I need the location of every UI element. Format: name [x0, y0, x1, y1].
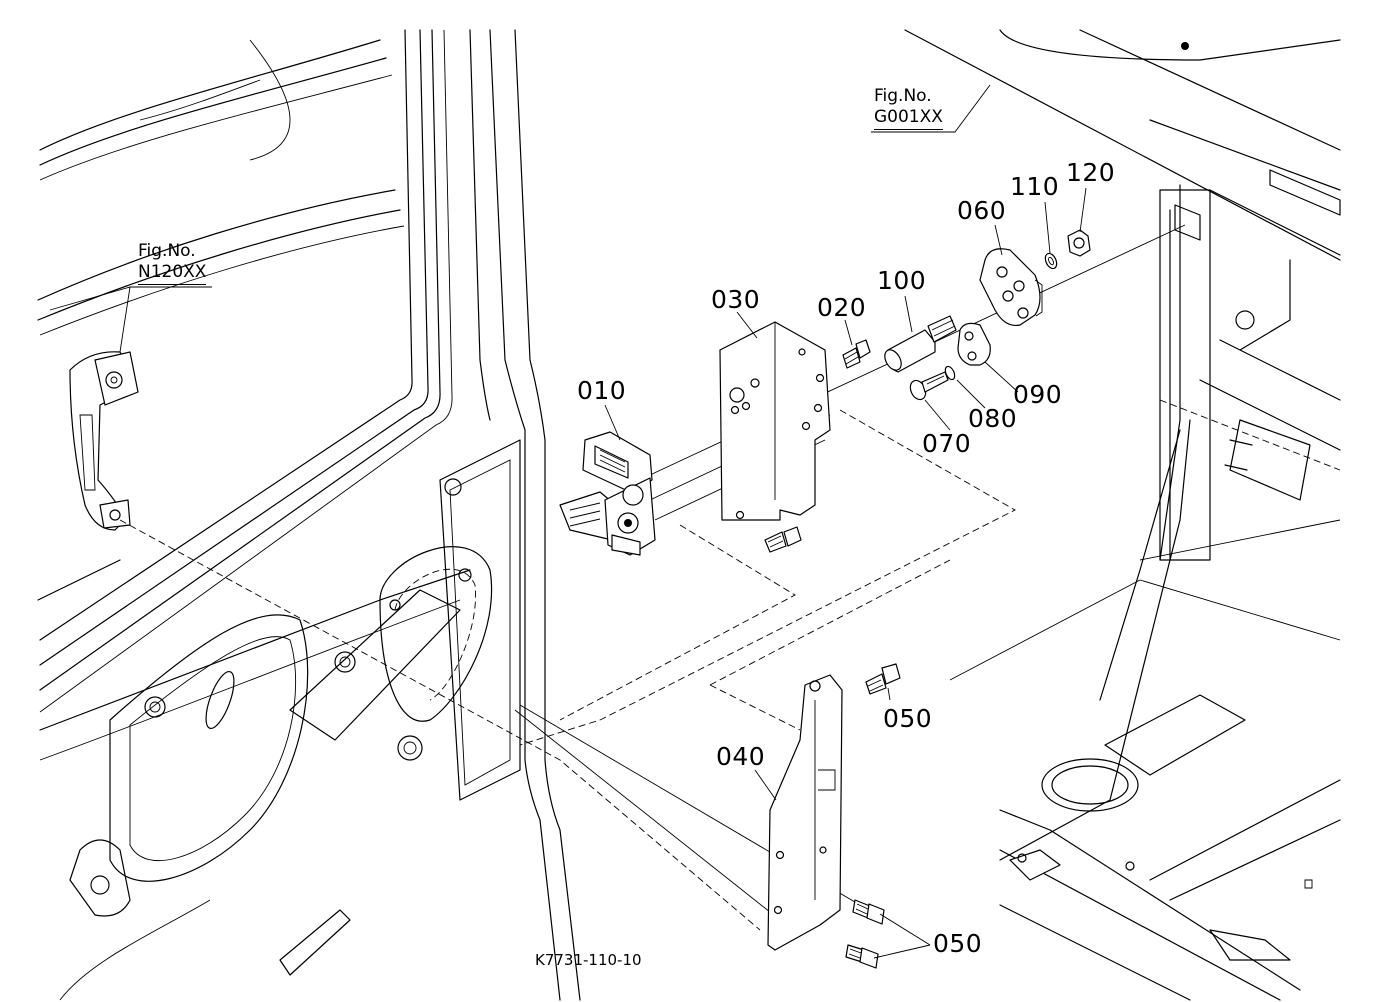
assembly-axis-lines — [514, 224, 1186, 921]
part-090-shim — [957, 322, 991, 366]
label-part-120: 120 — [1066, 158, 1116, 187]
assembly-dashed-lines — [119, 399, 1341, 931]
part-080-washer — [944, 365, 956, 381]
part-050-bolt-lower-2 — [845, 944, 879, 969]
part-060-plate — [979, 248, 1043, 327]
label-part-090: 090 — [1013, 380, 1063, 409]
label-part-030: 030 — [711, 285, 761, 314]
grip-handle — [69, 351, 139, 531]
part-100-striker-pin — [884, 315, 957, 373]
bolt-under-030 — [764, 526, 802, 553]
part-110-washer — [1044, 252, 1058, 270]
part-070-screw — [909, 371, 949, 401]
fig-ref-g001xx-line2: G001XX — [874, 107, 943, 130]
figure-reference-leaders — [49, 84, 991, 353]
part-030-bracket — [719, 321, 831, 521]
part-120-nut — [1067, 229, 1091, 257]
cab-interior-right — [904, 29, 1341, 1001]
label-part-110: 110 — [1010, 172, 1060, 201]
fig-ref-n120xx: Fig.No. N120XX — [138, 241, 207, 285]
part-010-door-lock — [559, 431, 656, 556]
label-part-060: 060 — [957, 196, 1007, 225]
label-part-100: 100 — [877, 266, 927, 295]
label-leaders — [604, 187, 1087, 959]
part-040-lower-bracket — [767, 674, 843, 951]
label-part-050-lower: 050 — [933, 929, 983, 958]
label-part-010: 010 — [577, 376, 627, 405]
label-part-050-upper: 050 — [883, 704, 933, 733]
part-050-bolt-upper — [865, 663, 901, 695]
label-part-080: 080 — [968, 404, 1018, 433]
label-part-040: 040 — [716, 742, 766, 771]
door-inner-panel — [37, 439, 521, 976]
door-frame-outline — [37, 29, 581, 1001]
label-part-020: 020 — [817, 293, 867, 322]
part-050-bolt-lower-1 — [852, 899, 885, 925]
fig-ref-g001xx-line1: Fig.No. — [874, 86, 932, 106]
part-020-screw — [842, 339, 871, 369]
fig-ref-n120xx-line2: N120XX — [138, 262, 207, 285]
label-part-070: 070 — [922, 429, 972, 458]
drawing-code: K7731-110-10 — [535, 951, 642, 969]
fig-ref-g001xx: Fig.No. G001XX — [874, 86, 943, 130]
fig-ref-n120xx-line1: Fig.No. — [138, 241, 196, 261]
